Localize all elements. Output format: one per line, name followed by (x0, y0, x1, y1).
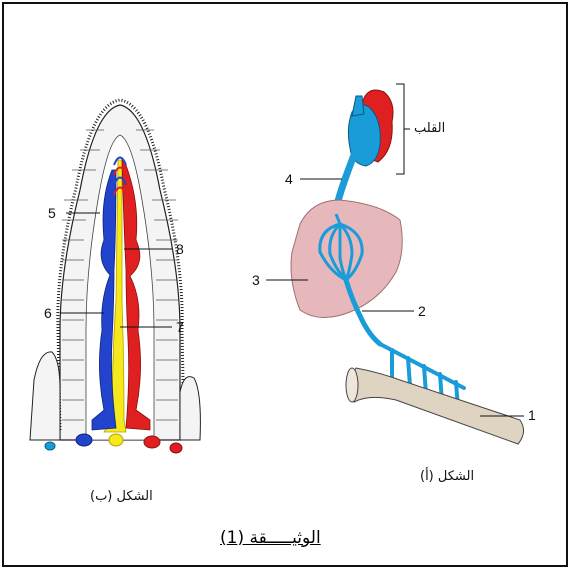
lymph-stump (109, 434, 123, 446)
villus-figure (30, 100, 200, 453)
intestine-end (346, 368, 358, 402)
heart-brace (396, 84, 410, 174)
heart-vessel (352, 96, 364, 116)
small-vessel-left (45, 442, 55, 450)
label-7: 7 (176, 320, 184, 334)
figure-b-caption: الشكل (ب) (90, 490, 153, 503)
artery-stump (144, 436, 160, 448)
liver (291, 200, 402, 318)
figure-a-caption: الشكل (أ) (420, 470, 474, 483)
neighbor-villus-right (180, 377, 200, 440)
small-vessel-right (170, 443, 182, 453)
vein-stump (76, 434, 92, 446)
portal-system-figure (266, 84, 524, 444)
label-6: 6 (44, 306, 52, 320)
heart-label: القلب (414, 122, 445, 135)
label-4: 4 (285, 172, 293, 186)
neighbor-villus-left (30, 352, 60, 440)
intestine (350, 368, 523, 444)
label-1: 1 (528, 408, 536, 422)
label-5: 5 (48, 206, 56, 220)
document-title: الوثيـــــقة (1) (220, 528, 321, 548)
label-3: 3 (252, 273, 260, 287)
label-2: 2 (418, 304, 426, 318)
label-8: 8 (176, 242, 184, 256)
